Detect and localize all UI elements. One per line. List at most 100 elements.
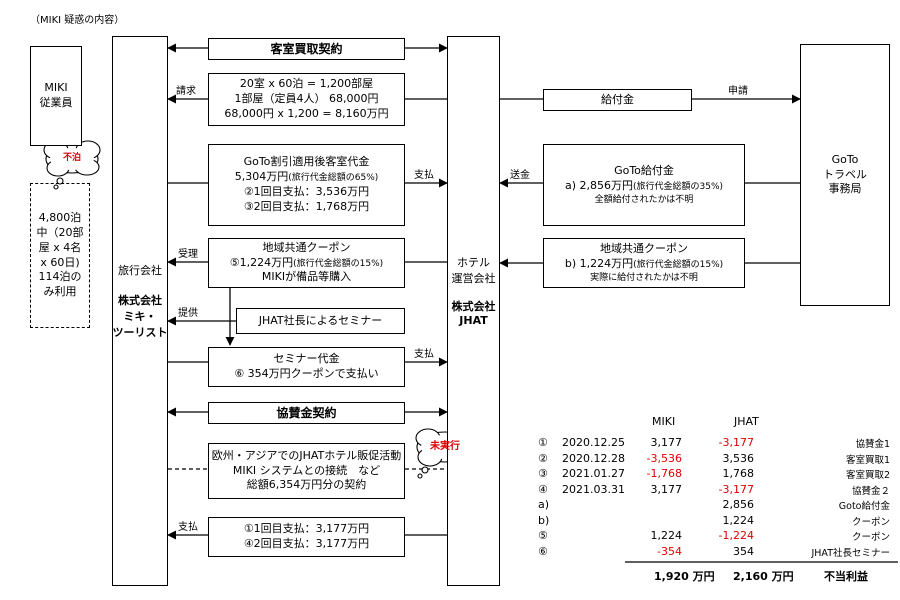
goto-kyufu-box: GoTo給付金 a) 2,856万円(旅行代金総額の35%) 全額給付されたかは… — [543, 144, 745, 226]
sponsor-pay-1: ①1回目支払：3,177万円 — [243, 522, 370, 536]
coupon-note: (旅行代金総額の15%) — [293, 258, 384, 269]
contract-room-label: 客室買取契約 — [270, 41, 343, 56]
row-jhat-value: -1,224 — [718, 529, 754, 542]
seminar-fee-box: セミナー代金 ⑥ 354万円クーポンで支払い — [208, 347, 405, 387]
row-note: クーポン — [851, 516, 890, 528]
coupon-right-box: 地域共通クーポン b) 1,224万円(旅行代金総額の15%) 実際に給付された… — [543, 238, 745, 288]
teikyo-label: 提供 — [178, 308, 198, 319]
promo-box: 欧州・アジアでのJHATホテル販促活動 MIKI システムとの接続 など 総額6… — [208, 443, 405, 499]
row-note: 客室買取1 — [845, 454, 890, 466]
promo-line-2: MIKI システムとの接続 など — [232, 463, 381, 477]
row-miki-value: 1,224 — [650, 529, 683, 542]
goto-kyufu-note: (旅行代金総額の35%) — [633, 181, 724, 192]
row-date: 2020.12.28 — [562, 451, 625, 465]
employee-line-1: MIKI — [44, 81, 68, 95]
usage-note-line-5: 114泊の — [38, 270, 82, 284]
goto-discount-pay-1: ②1回目支払：3,536万円 — [243, 185, 370, 198]
calc-box: 20室 x 60泊 = 1,200部屋 1部屋（定員4人） 68,000円 68… — [208, 73, 405, 126]
sponsor-pay-box: ①1回目支払：3,177万円 ④2回目支払：3,177万円 — [208, 517, 405, 557]
goto-office-line-2: トラベル — [823, 167, 867, 181]
travel-agency-name-2: ミキ・ — [123, 310, 157, 323]
usage-note-line-2: 中（20部 — [36, 225, 84, 239]
coupon-right-amount: b) 1,224万円 — [564, 256, 634, 270]
row-number: ② — [538, 451, 548, 465]
sponsor-pay-2: ④2回目支払：3,177万円 — [243, 537, 370, 550]
miki-employee-box: MIKI 従業員 — [30, 46, 82, 146]
coupon-amount: ⑤1,224万円 — [229, 255, 294, 269]
row-note: クーポン — [851, 532, 890, 543]
shiharai-label-1: 支払 — [414, 170, 434, 181]
usage-note-line-4: x 60日) — [40, 255, 80, 269]
usage-note-line-1: 4,800泊 — [38, 210, 82, 224]
usage-note-box: 4,800泊 中（20部 屋 x 4名 x 60日) 114泊の み利用 — [30, 183, 90, 328]
hotel-label-group: ホテル 運営会社 株式会社 JHAT — [447, 254, 500, 327]
shinsei-label: 申請 — [728, 86, 748, 97]
row-miki-value: 3,177 — [650, 482, 683, 496]
usage-note-line-6: み利用 — [43, 285, 77, 299]
travel-agency-name-3: ツーリスト — [112, 326, 168, 339]
coupon-title: 地域共通クーポン — [262, 240, 351, 254]
hotel-type-1: ホテル — [457, 256, 490, 269]
travel-agency-column — [112, 36, 168, 586]
goto-discount-note: (旅行代金総額の65%) — [288, 173, 379, 184]
shiharai-label-2: 支払 — [414, 349, 434, 360]
seikyu-label: 請求 — [176, 86, 196, 97]
goto-kyufu-amount: a) 2,856万円 — [564, 178, 633, 192]
hotel-column — [447, 36, 500, 586]
juri-label: 受理 — [178, 249, 198, 260]
row-miki-value: -3,536 — [646, 451, 682, 465]
row-note: 客室買取2 — [845, 470, 890, 481]
row-note: JHAT社長セミナー — [811, 547, 890, 559]
shiharai-label-3: 支払 — [178, 522, 198, 533]
promo-line-1: 欧州・アジアでのJHATホテル販促活動 — [211, 448, 402, 462]
row-date: 2020.12.25 — [562, 436, 625, 449]
row-jhat-value: 1,224 — [722, 513, 755, 527]
goto-office-line-1: GoTo — [831, 152, 859, 166]
table-row: a) 2,856 Goto給付金 — [538, 498, 898, 512]
row-note: Goto給付金 — [838, 501, 890, 512]
hotel-name-1: 株式会社 — [451, 300, 496, 313]
row-number: a) — [538, 498, 550, 511]
total-note: 不当利益 — [824, 570, 868, 583]
total-jhat: 2,160 万円 — [733, 570, 794, 583]
row-number: b) — [538, 513, 550, 527]
page-header: （MIKI 疑惑の内容） — [30, 15, 125, 26]
contract-sponsor-box: 協賛金契約 — [208, 402, 405, 424]
seminar-fee-detail: ⑥ 354万円クーポンで支払い — [234, 367, 379, 380]
goto-discount-box: GoTo割引適用後客室代金 5,304万円(旅行代金総額の65%) ②1回目支払… — [208, 144, 405, 226]
goto-kyufu-status: 全額給付されたかは不明 — [594, 194, 694, 205]
contract-room-box: 客室買取契約 — [208, 38, 405, 60]
travel-agency-label-group: 旅行会社 株式会社 ミキ・ ツーリスト — [112, 262, 168, 340]
table-row: b) 1,224 クーポン — [538, 514, 898, 528]
table-header-jhat: JHAT — [734, 415, 759, 428]
row-jhat-value: 2,856 — [722, 498, 755, 511]
coupon-right-status: 実際に給付されたかは不明 — [590, 272, 698, 283]
coupon-right-note: (旅行代金総額の15%) — [633, 259, 724, 270]
row-number: ④ — [538, 482, 548, 496]
usage-note-line-3: 屋 x 4名 — [38, 240, 82, 254]
coupon-box: 地域共通クーポン ⑤1,224万円(旅行代金総額の15%) MIKIが備品等購入 — [208, 238, 405, 288]
calc-line-1: 20室 x 60泊 = 1,200部屋 — [239, 77, 374, 91]
kyufukin-box: 給付金 — [543, 89, 692, 111]
row-jhat-value: 1,768 — [722, 467, 755, 480]
jhat-seminar-label: JHAT社長によるセミナー — [258, 313, 383, 327]
seminar-fee-title: セミナー代金 — [273, 352, 340, 366]
table-header-miki: MIKI — [652, 415, 676, 428]
goto-office-line-3: 事務局 — [828, 182, 862, 196]
row-date: 2021.03.31 — [562, 482, 625, 496]
coupon-usage: MIKIが備品等購入 — [261, 270, 352, 284]
goto-discount-amount: 5,304万円 — [234, 170, 289, 184]
row-date: 2021.01.27 — [562, 467, 625, 480]
promo-line-3: 総額6,354万円分の契約 — [246, 478, 367, 492]
total-miki: 1,920 万円 — [654, 570, 715, 583]
travel-agency-name-1: 株式会社 — [118, 294, 162, 307]
contract-sponsor-label: 協賛金契約 — [276, 405, 337, 420]
goto-discount-title: GoTo割引適用後客室代金 — [243, 155, 370, 169]
calc-line-2: 1部屋（定員4人） 68,000円 — [234, 92, 379, 106]
hotel-name-2: JHAT — [459, 314, 488, 327]
